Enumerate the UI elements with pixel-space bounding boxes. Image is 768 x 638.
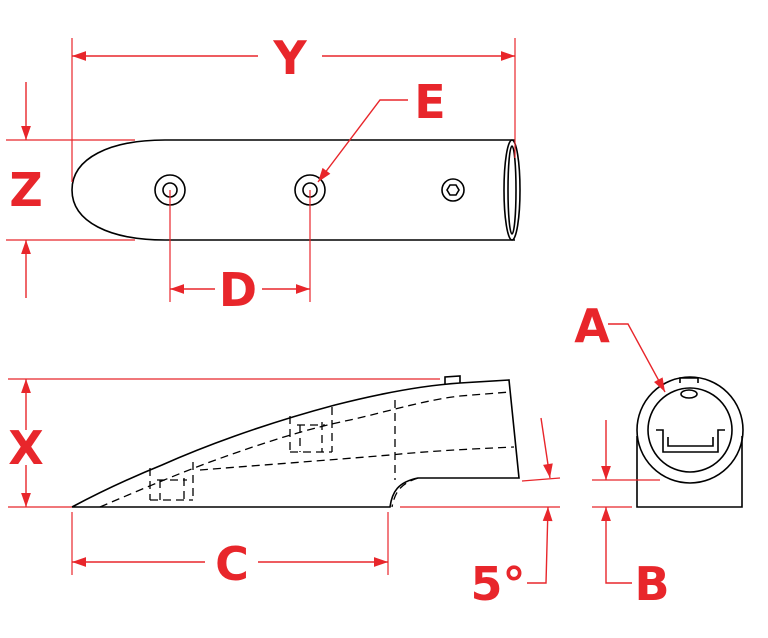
top-view-tube-opening-inner — [507, 145, 517, 235]
side-view-hidden-counterbore-2 — [289, 407, 333, 453]
e-leader-line — [317, 99, 408, 183]
a-leader-line — [608, 323, 666, 393]
dimension-label-b: B — [634, 557, 669, 611]
dimension-label-z: Z — [9, 163, 42, 217]
side-view-hidden-counterbore-1 — [149, 462, 194, 501]
dimension-label-a: A — [574, 299, 610, 353]
end-view-screw-head — [680, 389, 698, 399]
end-view-tube-inner — [647, 387, 733, 473]
side-view — [71, 375, 520, 508]
end-view-socket-profile — [656, 429, 725, 453]
end-view-screw-boss — [679, 377, 699, 383]
top-view-tube-opening — [503, 139, 521, 241]
angle-arrow-top — [540, 417, 553, 479]
set-screw-outer — [441, 178, 465, 202]
b-leader — [601, 507, 632, 584]
dimension-label-x: X — [8, 421, 43, 475]
top-view-body-outline — [71, 139, 515, 241]
end-view-socket-inner-profile — [667, 437, 714, 447]
angle-leader — [527, 506, 553, 584]
dimensions: Y Z E D X C 5° — [6, 31, 670, 611]
end-view-tube-outer — [636, 376, 744, 484]
dimension-label-e: E — [414, 75, 445, 129]
dimension-label-d: D — [219, 263, 257, 317]
side-view-hidden-bore — [99, 391, 515, 508]
set-screw-hex-socket — [446, 184, 460, 196]
dimension-label-y: Y — [272, 31, 307, 85]
side-view-screw-head — [444, 375, 461, 384]
top-view — [71, 139, 521, 241]
end-view — [636, 376, 744, 508]
angle-face-extension — [521, 477, 561, 482]
end-view-base-block — [636, 436, 743, 508]
side-view-body-outline — [71, 379, 520, 508]
dimension-label-c: C — [215, 537, 249, 591]
dimension-label-angle: 5° — [470, 557, 525, 611]
